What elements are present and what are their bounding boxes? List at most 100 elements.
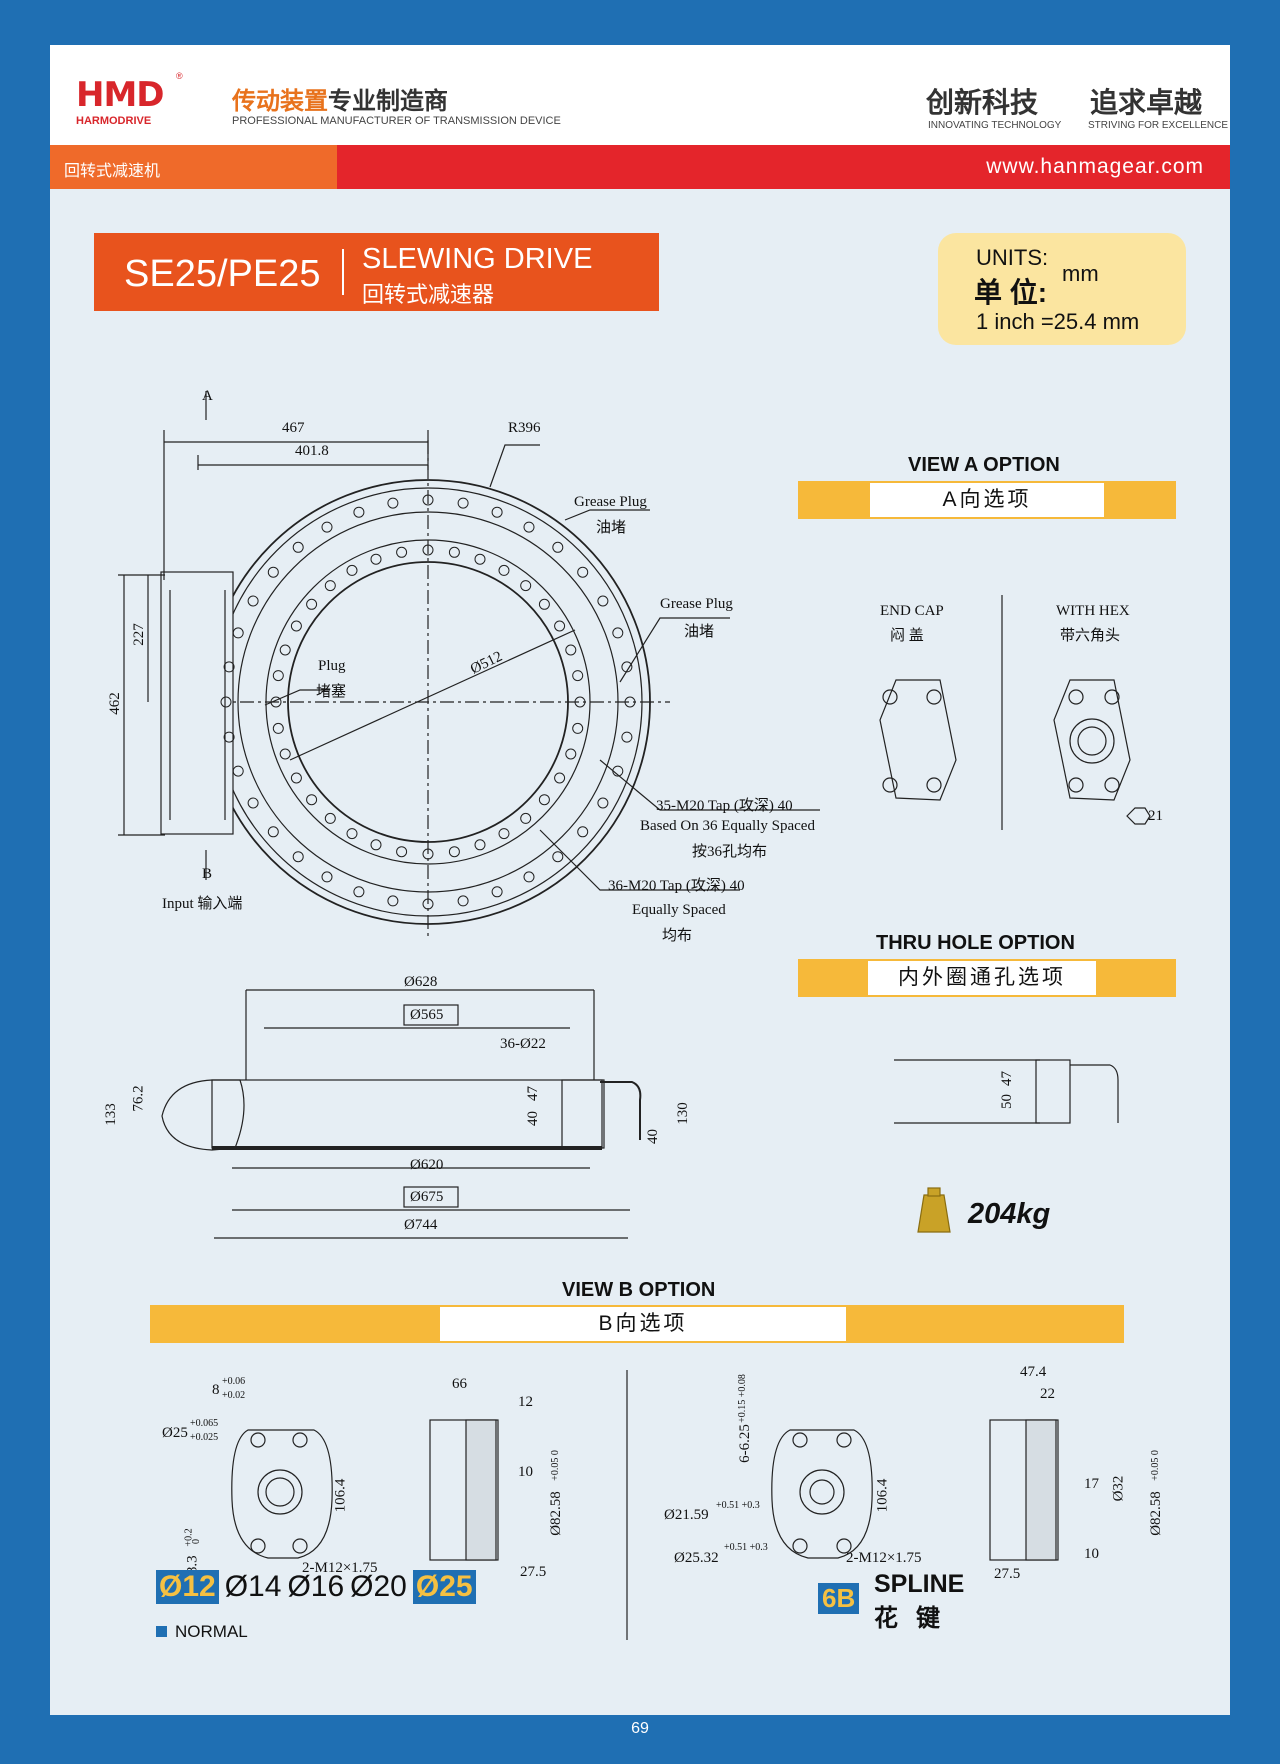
bolt-hole bbox=[306, 794, 318, 806]
bolt-hole bbox=[621, 731, 633, 743]
bolt-hole bbox=[538, 598, 550, 610]
shaft-size-2: Ø16 bbox=[287, 1570, 345, 1603]
dim-401-8: 401.8 bbox=[295, 443, 329, 459]
key-tol-hi: +0.06 bbox=[222, 1376, 246, 1387]
thru-dim-47: 47 bbox=[999, 1071, 1015, 1086]
l10-a: 10 bbox=[518, 1464, 533, 1480]
dim-h130: 130 bbox=[674, 1102, 691, 1125]
h28-tol-lo: 0 bbox=[191, 1539, 202, 1544]
bolt-hole bbox=[267, 826, 279, 838]
header: HMD HARMODRIVE ® 传动装置专业制造商 PROFESSIONAL … bbox=[50, 45, 1230, 145]
bolt-hole bbox=[396, 846, 408, 858]
bolt-hole bbox=[448, 546, 460, 558]
d82-tol-a: +0.05 0 bbox=[549, 1450, 561, 1481]
dim-227: 227 bbox=[130, 623, 147, 646]
bolt-hole bbox=[552, 851, 564, 863]
bolt-hole bbox=[491, 506, 503, 518]
input-label: Input 输入端 bbox=[162, 896, 243, 912]
product-model: SE25/PE25 bbox=[124, 253, 321, 295]
thru-hole-drawing bbox=[894, 1059, 1119, 1124]
grease-plug-2: Grease Plug bbox=[660, 596, 733, 612]
bolt-hole bbox=[272, 670, 284, 682]
website-link[interactable]: www.hanmagear.com bbox=[986, 155, 1204, 178]
bolt-hole bbox=[554, 620, 566, 632]
bolt-hole bbox=[520, 812, 532, 824]
slogan-excellence: 追求卓越 bbox=[1090, 86, 1203, 119]
spline-d21: Ø21.59 bbox=[664, 1507, 709, 1523]
dim-holes: 36-Ø22 bbox=[500, 1036, 546, 1052]
bolt-hole bbox=[422, 544, 434, 556]
bolt-hole bbox=[387, 497, 399, 509]
view-a-title: VIEW A OPTION bbox=[908, 454, 1060, 476]
bolt-hole bbox=[290, 620, 302, 632]
bolt-hole bbox=[353, 886, 365, 898]
bore-tol-lo: +0.025 bbox=[190, 1432, 219, 1443]
product-name-cn: 回转式减速器 bbox=[362, 282, 495, 307]
bolt-hole bbox=[270, 696, 282, 708]
logo-registered: ® bbox=[176, 71, 183, 81]
dim-d675: Ø675 bbox=[410, 1189, 444, 1205]
dim-h76-2: 76.2 bbox=[130, 1085, 147, 1112]
bolt-hole bbox=[346, 564, 358, 576]
units-value: mm bbox=[1062, 261, 1099, 286]
bolt-hole bbox=[572, 670, 584, 682]
view-b-subtitle: B向选项 bbox=[440, 1307, 846, 1341]
spline-label-en: SPLINE bbox=[874, 1570, 965, 1598]
bolt-hole bbox=[387, 895, 399, 907]
bolt-hole bbox=[279, 748, 291, 760]
tap-36-line3: 均布 bbox=[662, 928, 693, 944]
l66: 66 bbox=[452, 1376, 467, 1392]
arrow-b-label: B bbox=[202, 866, 213, 882]
bolt-hole bbox=[597, 595, 609, 607]
dim-r396: R396 bbox=[508, 420, 541, 436]
title-separator bbox=[342, 249, 344, 295]
spline-badge: 6B bbox=[818, 1583, 860, 1614]
view-a-subtitle: A向选项 bbox=[870, 483, 1104, 517]
page-number: 69 bbox=[631, 1720, 649, 1737]
dim-d744: Ø744 bbox=[404, 1217, 438, 1233]
logo-sub: HARMODRIVE bbox=[76, 115, 152, 127]
weight-icon bbox=[917, 1187, 951, 1233]
bolt-hole bbox=[396, 546, 408, 558]
plug-label-cn: 堵塞 bbox=[316, 684, 347, 700]
category-label: 回转式减速机 bbox=[64, 163, 161, 180]
dim-h40a: 40 bbox=[525, 1111, 541, 1126]
bolt-hole bbox=[232, 627, 244, 639]
dim-462: 462 bbox=[106, 692, 123, 715]
tagline-cn-highlight: 传动装置 bbox=[232, 88, 328, 115]
grease-plug-1-cn: 油堵 bbox=[596, 520, 627, 536]
bolt-hole bbox=[612, 627, 624, 639]
bolt-hole bbox=[552, 541, 564, 553]
spline-key-tol: +0.15 +0.08 bbox=[736, 1374, 748, 1423]
slogan-innovation-en: INNOVATING TECHNOLOGY bbox=[928, 120, 1062, 131]
l22: 22 bbox=[1040, 1386, 1055, 1402]
bolt-hole bbox=[232, 765, 244, 777]
dim-467: 467 bbox=[282, 420, 305, 436]
bolt-hole bbox=[538, 794, 550, 806]
h106-4-a: 106.4 bbox=[332, 1478, 349, 1513]
normal-legend: NORMAL bbox=[156, 1622, 248, 1642]
bolt-hole bbox=[346, 828, 358, 840]
bolt-hole bbox=[223, 661, 235, 673]
bolt-hole bbox=[474, 553, 486, 565]
m12-a: 2-M12×1.75 bbox=[302, 1560, 378, 1576]
bolt-hole bbox=[577, 566, 589, 578]
tap-35-line1: 35-M20 Tap (攻深) 40 bbox=[656, 798, 793, 814]
end-cap-cn: 闷 盖 bbox=[890, 628, 924, 644]
l47-4: 47.4 bbox=[1020, 1364, 1047, 1380]
bore-tol-hi: +0.065 bbox=[190, 1418, 219, 1429]
d32: Ø32 bbox=[1110, 1475, 1127, 1502]
bolt-hole bbox=[247, 595, 259, 607]
key-width: 8 bbox=[212, 1382, 220, 1398]
bolt-hole bbox=[565, 644, 577, 656]
slogan-innovation: 创新科技 bbox=[926, 86, 1039, 119]
view-b-drawings bbox=[231, 1370, 1059, 1640]
tap-36-line1: 36-M20 Tap (攻深) 40 bbox=[608, 878, 745, 894]
bolt-hole bbox=[565, 748, 577, 760]
bolt-hole bbox=[324, 812, 336, 824]
end-cap-en: END CAP bbox=[880, 603, 944, 619]
units-label-en: UNITS: bbox=[976, 245, 1049, 270]
tap-36-line2: Equally Spaced bbox=[632, 902, 726, 918]
